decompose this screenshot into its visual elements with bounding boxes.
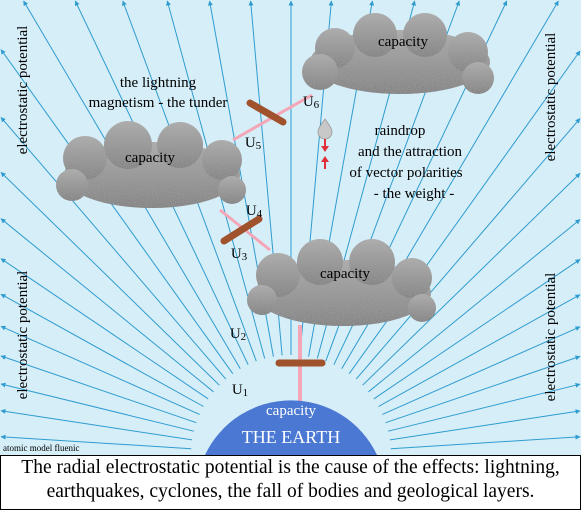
cloud-lower-center [247,239,436,326]
potential-ray [387,382,581,432]
potential-ray [385,355,581,424]
side-label-bottom-left: electrostatic potential [15,271,31,400]
lightning-label-line1: the lightning [120,75,197,91]
potential-ray [0,382,195,432]
potential-ray [373,258,581,400]
caption-box: The radial electrostatic potential is th… [0,455,581,510]
voltage-label-u3: U3 [231,246,248,263]
potential-ray [0,325,200,415]
raindrop-label-line1: raindrop [375,123,426,139]
cloud-lower-capacity-label: capacity [320,266,370,282]
potential-ray [0,355,197,424]
potential-ray [0,434,192,450]
voltage-label-u5: U5 [245,135,262,152]
cloud-top-right [302,13,494,94]
voltage-label-u4: U4 [246,203,263,220]
potential-ray [362,173,581,386]
electrode-bar-icon [246,99,287,126]
potential-ray [0,172,220,386]
lightning-label-line2: magnetism - the tunder [89,95,228,111]
voltage-label-u1: U1 [232,382,248,399]
electrostatic-potential-diagram: capacity THE EARTH capacity capacity cap… [0,0,581,455]
potential-ray [389,409,581,441]
potential-ray [368,219,581,393]
credit-label: atomic model fluenic [3,443,79,453]
raindrop-label-line2: and the attraction [358,144,463,160]
caption-line-1: The radial electrostatic potential is th… [21,457,560,478]
side-label-bottom-right: electrostatic potential [543,273,559,402]
potential-ray [0,218,214,393]
raindrop-label-line3: of vector polarities [349,165,462,181]
potential-ray [355,118,581,380]
potential-ray [390,434,581,450]
electrode-bars [220,99,326,367]
cloud-top-capacity-label: capacity [378,34,428,50]
electrode-bar-icon [220,215,263,245]
potential-ray [0,49,234,374]
potential-ray [0,258,209,400]
earth-label: THE EARTH [242,427,340,447]
potential-ray [0,408,193,441]
caption-line-2: earthquakes, cyclones, the fall of bodie… [46,481,535,502]
cloud-middle-capacity-label: capacity [125,150,175,166]
potential-ray [0,117,227,380]
side-label-top-right: electrostatic potential [543,33,559,162]
voltage-label-u2: U2 [230,326,246,343]
earth-capacity-label: capacity [266,403,316,419]
arrow-icon [321,139,329,169]
potential-ray [382,326,581,415]
potential-ray [0,293,204,407]
raindrop-label-line4: - the weight - [374,186,454,202]
cloud-middle-left [56,121,246,208]
potential-ray [378,294,581,407]
side-label-top-left: electrostatic potential [15,26,31,155]
earth-dome [205,400,377,455]
voltage-label-u6: U6 [303,94,320,111]
